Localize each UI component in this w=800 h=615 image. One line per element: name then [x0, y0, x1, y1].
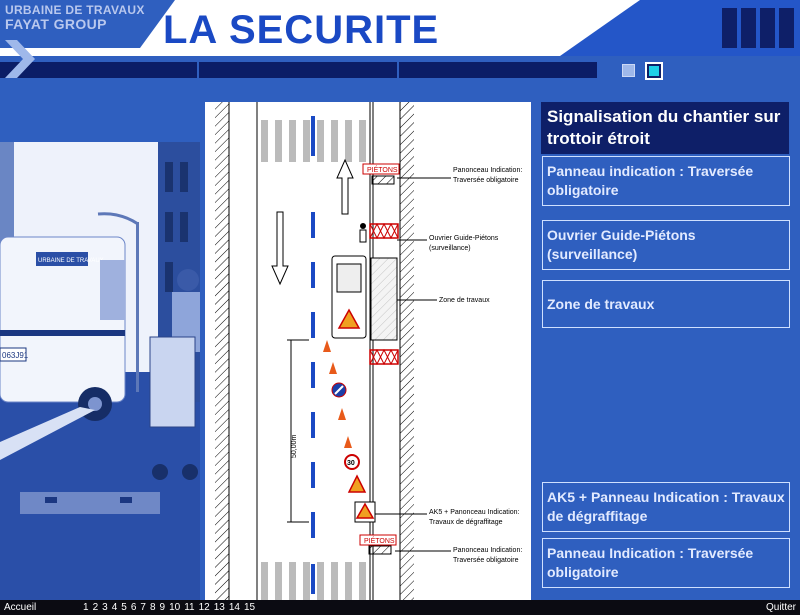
page-numbers: 1 2 3 4 5 6 7 8 9 10 11 12 13 14 15: [83, 600, 255, 615]
site-photo: URBAINE DE TRAVAUX 063J91: [0, 142, 200, 600]
page-link-9[interactable]: 9: [159, 602, 166, 613]
callout3: Zone de travaux: [439, 297, 490, 304]
nav-strip: [0, 62, 599, 80]
van-lettering: URBAINE DE TRAVAUX: [38, 258, 104, 264]
brand-line2: FAYAT GROUP: [5, 16, 107, 32]
dimension-label: 50,00m: [291, 434, 298, 458]
section-heading: Signalisation du chantier sur trottoir é…: [541, 102, 789, 154]
page-link-6[interactable]: 6: [130, 602, 137, 613]
callout4-line2: Travaux de dégraffitage: [429, 519, 503, 526]
header-bar: [760, 8, 775, 48]
page-title: LA SECURITE: [163, 8, 440, 52]
small-square-button[interactable]: [622, 64, 635, 77]
speed-sign-value: 30: [347, 460, 355, 467]
bottom-sign-text: PIÉTONS: [364, 536, 395, 545]
label-traversee-top[interactable]: Panneau indication : Traversée obligatoi…: [542, 156, 790, 206]
page-link-3[interactable]: 3: [102, 602, 108, 613]
header-bar: [779, 8, 794, 48]
page-link-7[interactable]: 7: [140, 602, 146, 613]
active-square-fill: [649, 66, 659, 76]
top-sign-text: PIÉTONS: [367, 165, 398, 174]
callout1-line2: Traversée obligatoire: [453, 177, 519, 184]
header-bar: [741, 8, 756, 48]
active-square-button[interactable]: [645, 62, 663, 80]
callout1-line1: Panonceau Indication:: [453, 167, 522, 174]
label-traversee-bottom[interactable]: Panneau Indication : Traversée obligatoi…: [542, 538, 790, 588]
callout4-line1: AK5 + Panonceau Indication:: [429, 509, 520, 516]
label-zone-travaux[interactable]: Zone de travaux: [542, 280, 790, 328]
chevron-right-icon: [5, 40, 35, 78]
callout5-line1: Panonceau Indication:: [453, 547, 522, 554]
page-link-15[interactable]: 15: [243, 602, 256, 613]
callout5-line2: Traversée obligatoire: [453, 557, 519, 564]
site-signage-diagram: PIÉTONS Panonceau Indication: Traversée …: [205, 102, 531, 600]
callout2-line2: (surveillance): [429, 245, 471, 252]
nav-strip-segment: [399, 62, 597, 78]
nav-strip-segment: [199, 62, 397, 78]
page-link-14[interactable]: 14: [228, 602, 240, 613]
photo-scene: URBAINE DE TRAVAUX 063J91: [0, 142, 200, 600]
page-link-11[interactable]: 11: [184, 602, 195, 613]
nav-strip-segment: [0, 62, 197, 78]
quit-link[interactable]: Quitter: [765, 602, 796, 613]
label-ak5[interactable]: AK5 + Panneau Indication : Travaux de dé…: [542, 482, 790, 532]
van-plate: 063J91: [2, 351, 29, 360]
brand-line1: URBAINE DE TRAVAUX: [5, 3, 145, 17]
page-link-5[interactable]: 5: [121, 602, 127, 613]
page-link-2[interactable]: 2: [92, 602, 99, 613]
page-link-13[interactable]: 13: [213, 602, 225, 613]
page-link-10[interactable]: 10: [169, 602, 181, 613]
callout2-line1: Ouvrier Guide-Piétons: [429, 235, 499, 242]
brand-box: [0, 0, 175, 48]
page-link-1[interactable]: 1: [83, 602, 89, 613]
page-link-12[interactable]: 12: [198, 602, 210, 613]
header-bars-decoration: [722, 8, 794, 48]
diagram-drawing: PIÉTONS Panonceau Indication: Traversée …: [215, 102, 522, 600]
label-ouvrier-guide[interactable]: Ouvrier Guide-Piétons (surveillance): [542, 220, 790, 270]
page-link-8[interactable]: 8: [149, 602, 156, 613]
header-bar: [722, 8, 737, 48]
footer-nav: Accueil 1 2 3 4 5 6 7 8 9 10 11 12 13 14…: [0, 600, 800, 615]
home-link[interactable]: Accueil: [4, 602, 37, 613]
page-link-4[interactable]: 4: [111, 602, 118, 613]
